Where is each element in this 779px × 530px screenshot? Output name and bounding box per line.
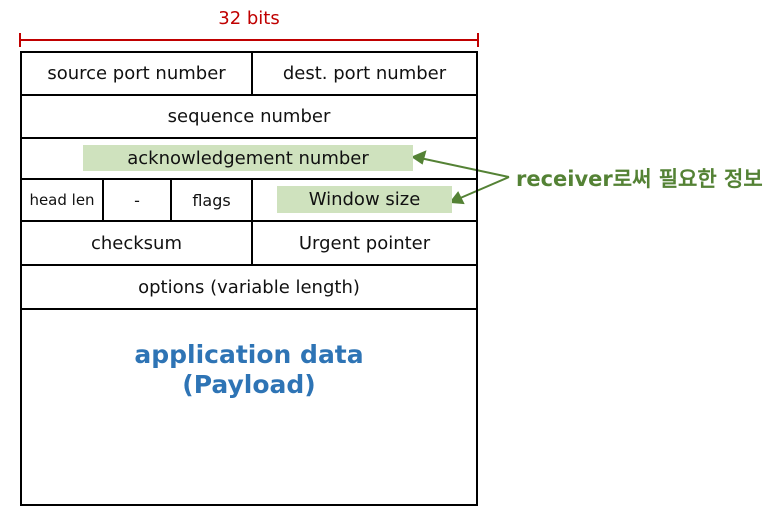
payload-label: application data (Payload)	[22, 340, 476, 400]
payload-line-1: application data	[134, 340, 364, 369]
segment-outer-box	[20, 51, 478, 506]
row-divider	[20, 220, 478, 222]
column-divider	[102, 178, 104, 222]
head-len-field: head len	[29, 191, 95, 209]
sequence-number-field: sequence number	[167, 106, 331, 127]
dest-port-field: dest. port number	[282, 63, 447, 84]
source-port-field: source port number	[47, 63, 226, 84]
receiver-info-annotation: receiver로써 필요한 정보	[516, 167, 763, 191]
ack-number-field: acknowledgement number	[83, 145, 413, 171]
row-divider	[20, 137, 478, 139]
column-divider	[251, 178, 253, 222]
checksum-field: checksum	[90, 232, 183, 254]
window-size-field: Window size	[277, 186, 452, 213]
flags-field: flags	[192, 190, 231, 210]
column-divider	[251, 51, 253, 96]
row-divider	[20, 264, 478, 266]
payload-line-2: (Payload)	[182, 370, 316, 399]
column-divider	[251, 220, 253, 266]
annotation-arrows	[410, 150, 510, 205]
column-divider	[170, 178, 172, 222]
bit-width-label: 32 bits	[218, 8, 280, 29]
reserved-field: -	[134, 190, 140, 210]
bit-width-dimension	[19, 33, 479, 47]
row-divider	[20, 94, 478, 96]
row-divider	[20, 178, 478, 180]
row-divider	[20, 308, 478, 310]
urgent-pointer-field: Urgent pointer	[298, 232, 431, 254]
options-field: options (variable length)	[138, 276, 360, 298]
